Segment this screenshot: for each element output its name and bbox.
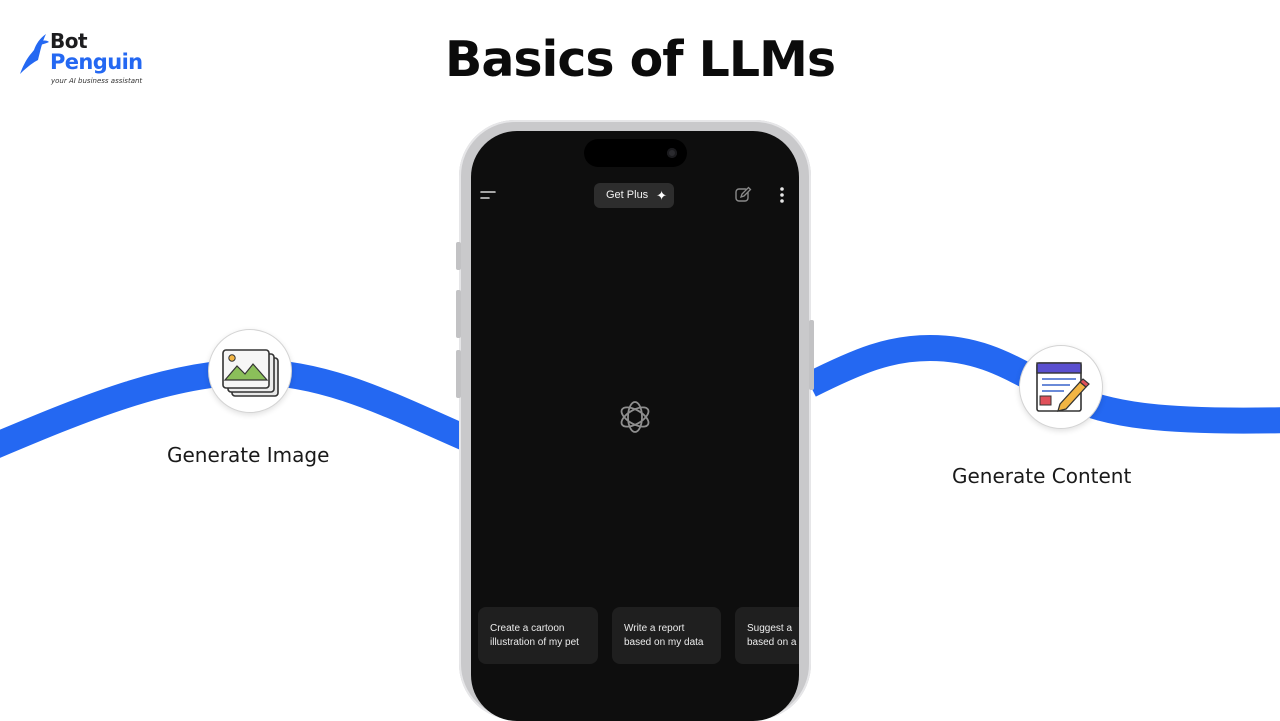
penguin-logo-icon [20,34,49,74]
get-plus-label: Get Plus [606,189,649,201]
suggestion-line2: based on my data [624,637,704,648]
new-chat-icon[interactable] [733,185,753,205]
generate-image-badge [208,329,292,413]
phone-volume-up [456,290,461,338]
phone-mockup: Get Plus ✦ Create a cartoon illustration… [456,120,814,721]
chat-app-screen: Get Plus ✦ Create a cartoon illustration… [471,131,799,721]
dynamic-island [584,139,687,167]
suggestion-line1: Suggest a [747,623,793,634]
brand-name-line2: Penguin [50,50,143,74]
botpenguin-logo: Bot Penguin your AI business assistant [18,30,143,90]
suggestion-line2: illustration of my pet [490,637,579,648]
image-gallery-icon [222,349,279,397]
suggestion-card[interactable]: Write a report based on my data [612,607,721,664]
suggestion-cards: Create a cartoon illustration of my pet … [478,607,799,667]
get-plus-button[interactable]: Get Plus ✦ [594,183,674,208]
openai-logo-icon [620,401,650,433]
phone-power-button [809,320,814,390]
more-vertical-icon[interactable] [774,185,790,205]
phone-side-button [456,242,461,270]
document-edit-icon [1036,362,1090,412]
suggestion-line2: based on a [747,637,797,648]
generate-content-badge [1019,345,1103,429]
menu-icon[interactable] [479,187,497,203]
suggestion-line1: Create a cartoon [490,623,565,634]
brand-tagline: your AI business assistant [51,77,143,85]
suggestion-line1: Write a report [624,623,685,634]
brand-name-line1: Bot [50,29,88,53]
page-title: Basics of LLMs [444,31,836,88]
phone-volume-down [456,350,461,398]
generate-image-label: Generate Image [167,443,330,467]
sparkle-icon: ✦ [656,188,667,203]
suggestion-card[interactable]: Suggest a based on a [735,607,799,664]
generate-content-label: Generate Content [952,464,1132,488]
camera-icon [667,148,677,158]
suggestion-card[interactable]: Create a cartoon illustration of my pet [478,607,598,664]
